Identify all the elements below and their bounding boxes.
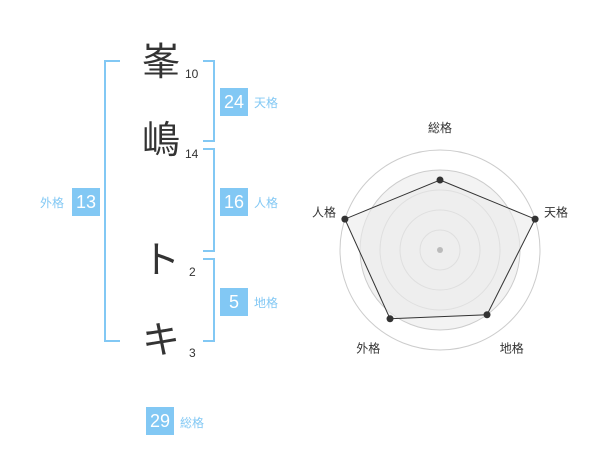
stroke-count-4: 3 (189, 346, 196, 360)
name-char-4: キ (142, 318, 181, 362)
jinkaku-label: 人格 (254, 196, 279, 210)
jinkaku-bracket (203, 148, 215, 252)
tenkaku-bracket (203, 60, 215, 142)
name-char-2: 嶋 (142, 118, 181, 162)
radar-axis-label-4: 外格 (356, 341, 380, 356)
tenkaku-value: 24 (220, 88, 248, 116)
radar-point-4 (386, 315, 394, 323)
radar-axis-label-5: 人格 (312, 204, 336, 219)
radar-point-2 (531, 215, 539, 223)
soukaku-label: 総格 (180, 416, 205, 430)
chikaku-bracket (203, 258, 215, 342)
radar-point-5 (341, 215, 349, 223)
gaikaku-bracket (104, 60, 120, 342)
radar-point-1 (436, 176, 444, 184)
radar-point-3 (483, 311, 491, 319)
stroke-count-3: 2 (189, 265, 196, 279)
name-char-1: 峯 (142, 40, 181, 84)
tenkaku-label: 天格 (254, 96, 279, 110)
gaikaku-value: 13 (72, 188, 100, 216)
jinkaku-value: 16 (220, 188, 248, 216)
stroke-count-1: 10 (185, 67, 199, 81)
radar-center-dot (437, 247, 443, 253)
radar-axis-label-1: 総格 (428, 120, 452, 135)
soukaku-value: 29 (146, 407, 174, 435)
chikaku-label: 地格 (254, 296, 279, 310)
gaikaku-label: 外格 (40, 196, 65, 210)
radar-axis-label-2: 天格 (544, 204, 568, 219)
stroke-count-2: 14 (185, 147, 199, 161)
chikaku-value: 5 (220, 288, 248, 316)
radar-axis-label-3: 地格 (500, 341, 524, 356)
name-char-3: ト (142, 238, 181, 282)
